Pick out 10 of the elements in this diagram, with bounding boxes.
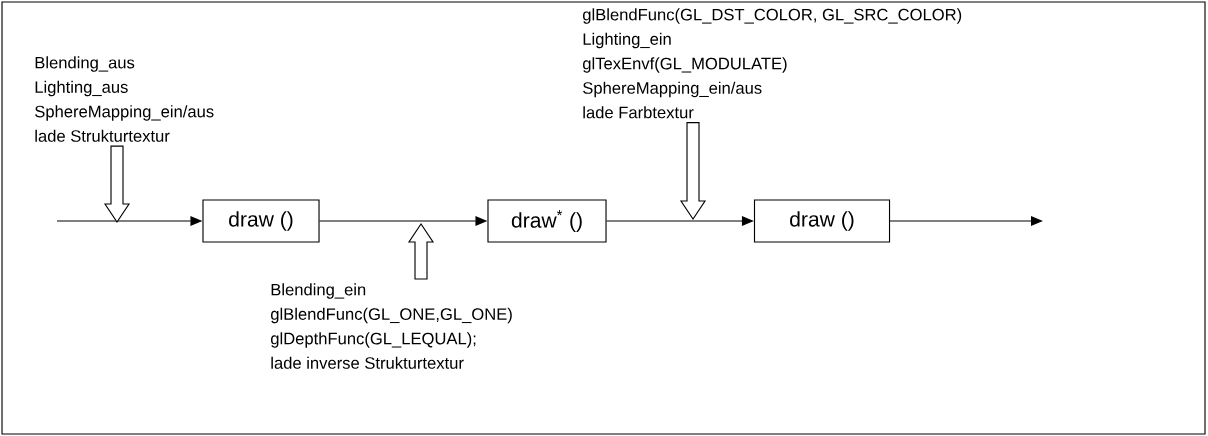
arrow: [889, 216, 1043, 226]
note-text: glBlendFunc(GL_DST_COLOR, GL_SRC_COLOR) Lighting_ein glTexEnvf(GL_MODULATE) SphereMapping_ein/aus lade Farbtextur: [583, 8, 962, 119]
process-box: draw (): [753, 199, 891, 243]
hollow-arrow: [103, 145, 131, 223]
hollow-arrow: [407, 223, 435, 280]
hollow-arrow: [679, 122, 707, 220]
note-text: Blending_ein glBlendFunc(GL_ONE,GL_ONE) glDepthFunc(GL_LEQUAL); lade inverse Strukturtextur: [271, 283, 512, 369]
note-text: Blending_aus Lighting_aus SphereMapping_ein/aus lade Strukturtextur: [35, 56, 214, 142]
process-box: draw$^{*}$ (): [487, 199, 607, 243]
process-box: draw (): [202, 199, 320, 243]
